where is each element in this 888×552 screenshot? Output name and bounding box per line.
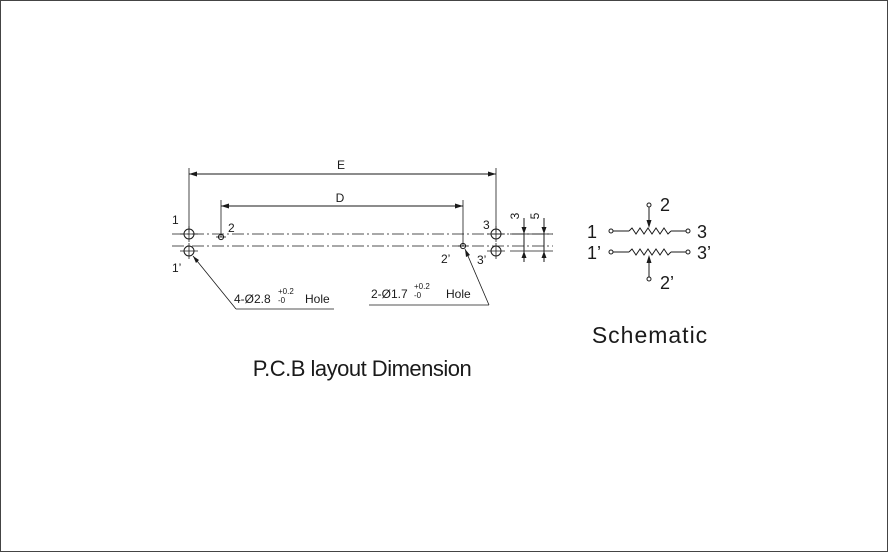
pcb-pin-1-label: 1 xyxy=(172,213,179,227)
schematic-pin-2p-label: 2’ xyxy=(660,273,674,293)
hole-big-tol-plus: +0.2 xyxy=(278,287,294,296)
dim-3-label: 3 xyxy=(508,212,522,219)
schematic-drawing: 1 1’ 2 2’ 3 3’ Schematic xyxy=(587,195,711,348)
schematic-title: Schematic xyxy=(592,322,708,348)
hole-small-tol-minus: -0 xyxy=(414,291,422,300)
schematic-resistor-bottom xyxy=(628,248,672,256)
hole-small-suffix: Hole xyxy=(446,287,471,301)
dim-5-label: 5 xyxy=(528,212,542,219)
hole-pin-2 xyxy=(216,233,226,241)
hole-big-callout: 4-Ø2.8 +0.2 -0 Hole xyxy=(234,287,330,306)
schematic-pin-3p-label: 3’ xyxy=(697,243,711,263)
hole-pin-2p xyxy=(458,242,468,250)
hole-pin-3 xyxy=(487,226,505,242)
svg-text:2-Ø1.7: 2-Ø1.7 xyxy=(371,287,408,301)
hole-big-suffix: Hole xyxy=(305,292,330,306)
hole-pin-3p xyxy=(487,243,505,259)
pcb-pin-2-label: 2 xyxy=(228,221,235,235)
hole-pin-1 xyxy=(180,226,198,242)
schematic-pin-1-label: 1 xyxy=(587,222,597,242)
schematic-wiper-bottom xyxy=(646,255,652,263)
hole-pin-1p xyxy=(180,243,198,259)
schematic-resistor-top xyxy=(628,227,672,235)
hole-big-prefix: 4-Ø2.8 xyxy=(234,292,271,306)
hole-big-tol-minus: -0 xyxy=(278,296,286,305)
schematic-pin-3-label: 3 xyxy=(697,222,707,242)
pcb-layout-drawing: E D xyxy=(172,158,553,381)
dim-e-label: E xyxy=(337,158,345,172)
dim-d-label: D xyxy=(336,191,345,205)
schematic-pin-1p-label: 1’ xyxy=(587,243,601,263)
hole-small-prefix: 2-Ø1.7 xyxy=(371,287,408,301)
pcb-pin-3p-label: 3’ xyxy=(477,253,486,267)
schematic-wiper-top xyxy=(646,220,652,228)
schematic-pin-2-label: 2 xyxy=(660,195,670,215)
hole-small-callout: 2-Ø1.7 +0.2 -0 Hole xyxy=(371,282,471,301)
pcb-pin-2p-label: 2’ xyxy=(441,252,450,266)
pcb-title: P.C.B layout Dimension xyxy=(253,356,472,381)
hole-small-tol-plus: +0.2 xyxy=(414,282,430,291)
pcb-pin-3-label: 3 xyxy=(483,218,490,232)
pcb-pin-1p-label: 1’ xyxy=(172,261,181,275)
svg-text:4-Ø2.8: 4-Ø2.8 xyxy=(234,292,271,306)
